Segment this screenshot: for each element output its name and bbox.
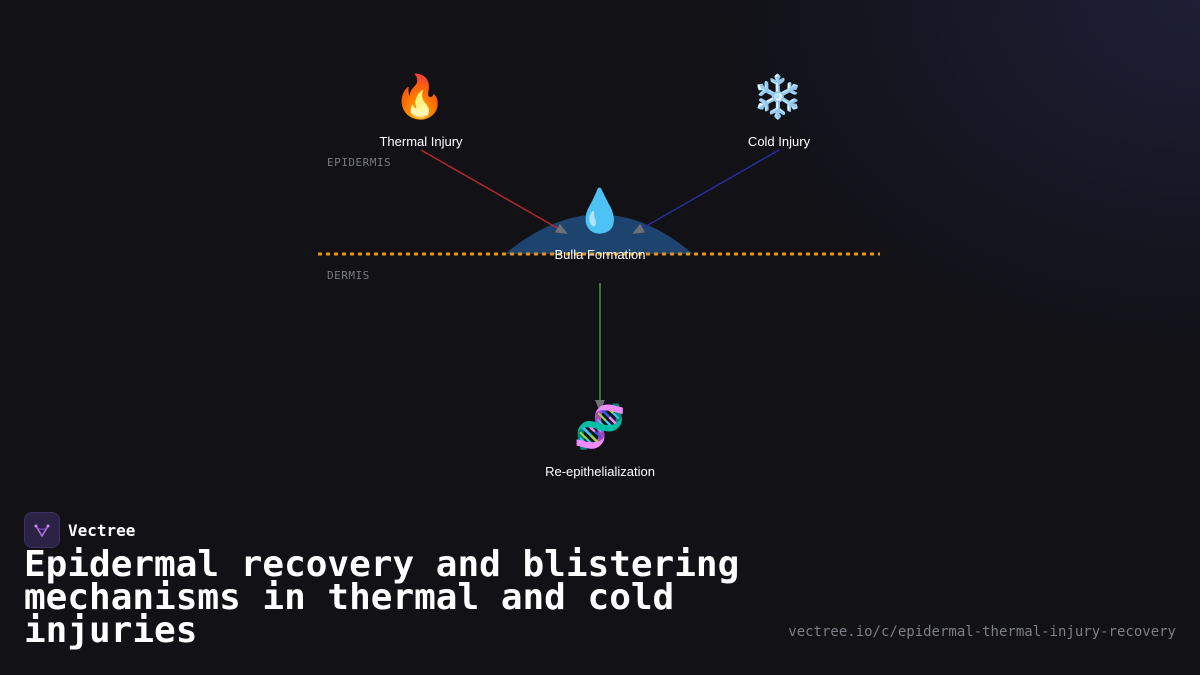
source-url[interactable]: vectree.io/c/epidermal-thermal-injury-re…: [788, 624, 1176, 640]
bulla-formation-label: Bulla Formation: [554, 247, 646, 262]
fire-icon: 🔥: [393, 72, 447, 121]
cold-injury-label: Cold Injury: [747, 134, 811, 149]
thermal-injury-label: Thermal Injury: [379, 134, 463, 149]
brand-name: Vectree: [68, 520, 136, 540]
droplet-icon: 💧: [573, 186, 627, 235]
dermis-label: DERMIS: [327, 269, 370, 282]
epidermis-label: EPIDERMIS: [327, 156, 392, 169]
vectree-logo-icon: [24, 512, 60, 548]
dna-icon: 🧬: [573, 402, 627, 451]
edge-cold-to-bulla: [632, 149, 780, 234]
brand[interactable]: Vectree: [24, 512, 135, 548]
blister-dome: [505, 214, 693, 254]
re-epithelialization-label: Re-epithelialization: [545, 464, 655, 479]
edge-thermal-to-bulla: [420, 149, 568, 234]
page-title: Epidermal recovery and blistering mechan…: [24, 544, 740, 651]
snowflake-icon: ❄️: [751, 72, 805, 121]
